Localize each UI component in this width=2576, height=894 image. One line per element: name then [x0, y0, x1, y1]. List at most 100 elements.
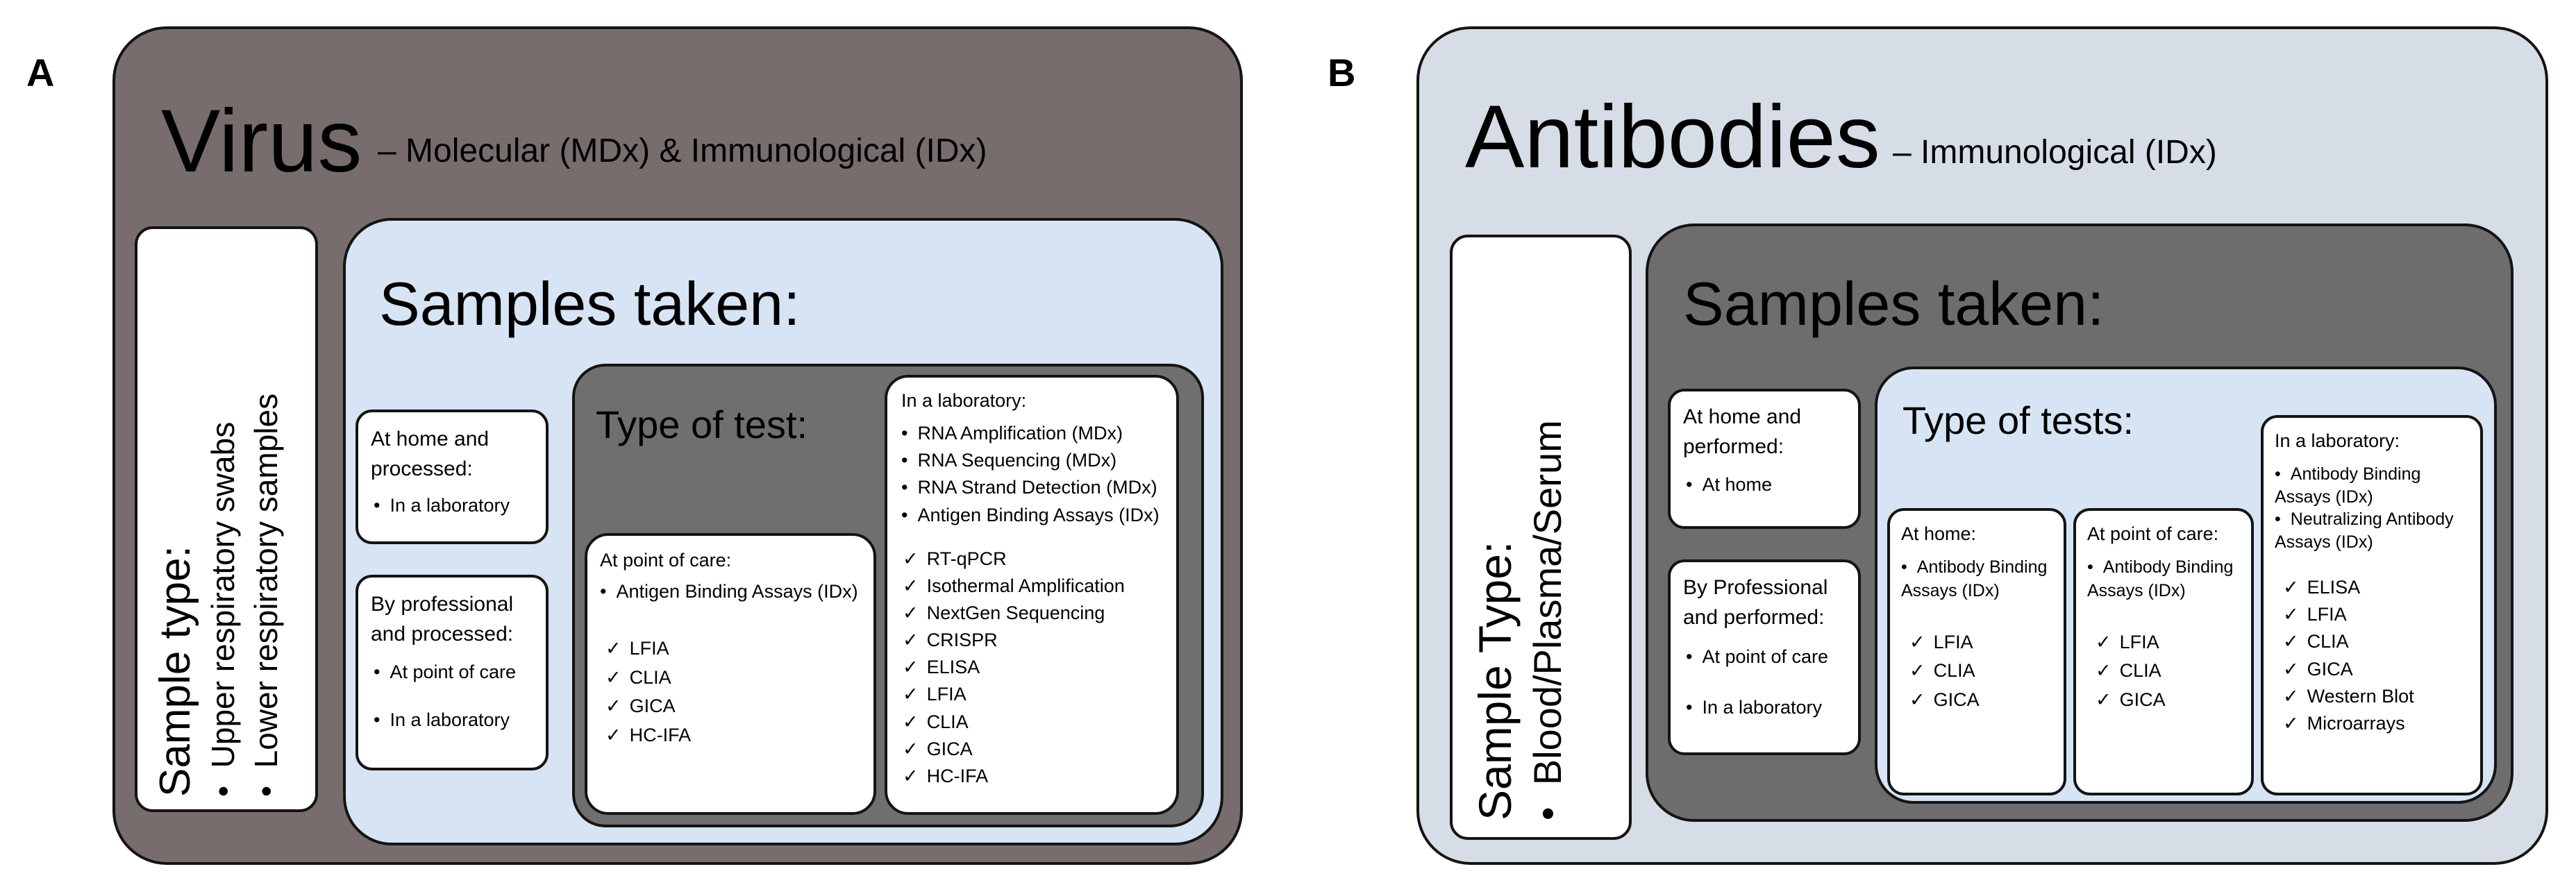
home-test-tests: LFIA CLIA GICA — [1890, 603, 2064, 715]
antibodies-panel: Antibodies – Immunological (IDx) Sample … — [1416, 26, 2548, 865]
point-of-care-tests: LFIA CLIA GICA — [2076, 603, 2251, 715]
laboratory-list: Antibody Binding Assays (IDx) Neutralizi… — [2264, 455, 2480, 553]
type-of-test-box: Type of test: At point of care: Antigen … — [572, 364, 1204, 827]
test-item: GICA — [2283, 656, 2480, 683]
test-item: CLIA — [2283, 628, 2480, 655]
list-item: RNA Strand Detection (MDx) — [901, 474, 1176, 501]
by-professional-box: By Professional and performed: At point … — [1668, 559, 1861, 755]
test-item: Microarrays — [2283, 710, 2480, 737]
test-item: Western Blot — [2283, 683, 2480, 710]
laboratory-box: In a laboratory: RNA Amplification (MDx)… — [885, 375, 1179, 815]
at-home-list: At home — [1671, 462, 1858, 498]
laboratory-heading: In a laboratory: — [901, 390, 1027, 411]
list-item: Neutralizing Antibody Assays (IDx) — [2275, 508, 2475, 553]
list-item: RNA Amplification (MDx) — [901, 420, 1176, 447]
test-item: LFIA — [1909, 628, 2064, 657]
sample-type-text: Sample type: • Upper respiratory swabs •… — [150, 248, 288, 797]
test-item: GICA — [2096, 686, 2251, 715]
home-test-box: At home: Antibody Binding Assays (IDx) L… — [1887, 508, 2066, 795]
laboratory-box: In a laboratory: Antibody Binding Assays… — [2261, 415, 2483, 795]
list-item: At point of care — [374, 659, 546, 686]
panel-b-letter: B — [1328, 51, 1356, 94]
test-item: CLIA — [903, 709, 1176, 736]
by-professional-list: At point of care In a laboratory — [1671, 632, 1858, 721]
test-item: Isothermal Amplification — [903, 573, 1176, 600]
test-item: HC-IFA — [903, 763, 1176, 790]
samples-taken-title: Samples taken: — [379, 269, 801, 338]
test-item: LFIA — [2283, 601, 2480, 628]
list-item: In a laboratory — [374, 492, 546, 519]
test-item: CLIA — [605, 664, 873, 693]
virus-subtitle: – Molecular (MDx) & Immunological (IDx) — [378, 133, 987, 169]
point-of-care-heading: At point of care: — [600, 550, 732, 571]
by-professional-heading: By professional and processed: — [371, 593, 514, 646]
point-of-care-tests: LFIA CLIA GICA HC-IFA — [587, 605, 873, 750]
laboratory-tests: ELISA LFIA CLIA GICA Western Blot Microa… — [2264, 553, 2480, 737]
list-item: Antibody Binding Assays (IDx) — [2087, 556, 2245, 603]
samples-taken-box: Samples taken: At home and performed: At… — [1646, 224, 2514, 822]
sample-type-item: • Blood/Plasma/Serum — [1525, 420, 1570, 820]
test-item: LFIA — [903, 681, 1176, 708]
list-item: In a laboratory — [374, 707, 546, 734]
point-of-care-heading: At point of care: — [2087, 523, 2219, 544]
test-item: GICA — [1909, 686, 2064, 715]
test-item: CLIA — [2096, 657, 2251, 686]
virus-panel: Virus – Molecular (MDx) & Immunological … — [112, 26, 1243, 865]
test-item: LFIA — [605, 634, 873, 664]
panel-a-letter: A — [26, 51, 55, 94]
test-item: ELISA — [903, 654, 1176, 681]
sample-type-item-label: Upper respiratory swabs — [205, 421, 242, 768]
test-item: CRISPR — [903, 627, 1176, 654]
type-of-tests-title: Type of tests: — [1902, 398, 2134, 442]
home-test-list: Antibody Binding Assays (IDx) — [1890, 548, 2064, 603]
antibodies-title: Antibodies — [1465, 87, 1880, 187]
test-item: ELISA — [2283, 574, 2480, 601]
sample-type-item: • Lower respiratory samples — [248, 393, 285, 797]
test-item: HC-IFA — [605, 721, 873, 750]
samples-taken-box: Samples taken: At home and processed: In… — [343, 218, 1223, 845]
by-professional-box: By professional and processed: At point … — [356, 575, 549, 770]
samples-taken-title: Samples taken: — [1683, 269, 2105, 338]
sample-type-item-label: Blood/Plasma/Serum — [1525, 420, 1570, 786]
at-home-box: At home and processed: In a laboratory — [356, 410, 549, 544]
test-item: CLIA — [1909, 657, 2064, 686]
type-of-test-title: Type of test: — [596, 403, 808, 446]
point-of-care-list: Antibody Binding Assays (IDx) — [2076, 548, 2251, 603]
test-item: NextGen Sequencing — [903, 600, 1176, 627]
test-item: LFIA — [2096, 628, 2251, 657]
sample-type-item: • Upper respiratory swabs — [205, 421, 242, 797]
laboratory-heading: In a laboratory: — [2275, 430, 2400, 451]
list-item: Antigen Binding Assays (IDx) — [600, 578, 873, 605]
home-test-heading: At home: — [1901, 523, 1977, 544]
laboratory-list: RNA Amplification (MDx) RNA Sequencing (… — [887, 414, 1176, 529]
list-item: Antigen Binding Assays (IDx) — [901, 502, 1176, 529]
at-home-heading: At home and performed: — [1683, 405, 1802, 458]
list-item: RNA Sequencing (MDx) — [901, 447, 1176, 474]
sample-type-box: Sample type: • Upper respiratory swabs •… — [135, 226, 318, 812]
laboratory-tests: RT-qPCR Isothermal Amplification NextGen… — [887, 529, 1176, 790]
virus-title: Virus — [161, 92, 362, 191]
sample-type-label: Sample Type: — [1469, 541, 1521, 820]
point-of-care-list: Antigen Binding Assays (IDx) — [587, 574, 873, 605]
list-item: Antibody Binding Assays (IDx) — [2275, 463, 2475, 508]
sample-type-item-label: Lower respiratory samples — [248, 393, 285, 768]
list-item: Antibody Binding Assays (IDx) — [1901, 556, 2058, 603]
sample-type-text: Sample Type: • Blood/Plasma/Serum — [1468, 265, 1573, 820]
by-professional-list: At point of care In a laboratory — [358, 649, 546, 734]
test-item: GICA — [903, 736, 1176, 763]
test-item: RT-qPCR — [903, 546, 1176, 573]
test-item: GICA — [605, 692, 873, 721]
at-home-list: In a laboratory — [358, 484, 546, 519]
at-home-box: At home and performed: At home — [1668, 389, 1861, 529]
antibodies-subtitle: – Immunological (IDx) — [1893, 134, 2217, 171]
sample-type-label: Sample type: — [151, 546, 199, 797]
list-item: In a laboratory — [1686, 694, 1858, 721]
list-item: At point of care — [1686, 643, 1858, 670]
by-professional-heading: By Professional and performed: — [1683, 576, 1828, 629]
list-item: At home — [1686, 471, 1858, 498]
point-of-care-box: At point of care: Antibody Binding Assay… — [2073, 508, 2254, 795]
at-home-heading: At home and processed: — [371, 428, 490, 480]
point-of-care-box: At point of care: Antigen Binding Assays… — [585, 533, 876, 815]
sample-type-box: Sample Type: • Blood/Plasma/Serum — [1450, 235, 1632, 840]
type-of-tests-box: Type of tests: At home: Antibody Binding… — [1875, 366, 2497, 804]
